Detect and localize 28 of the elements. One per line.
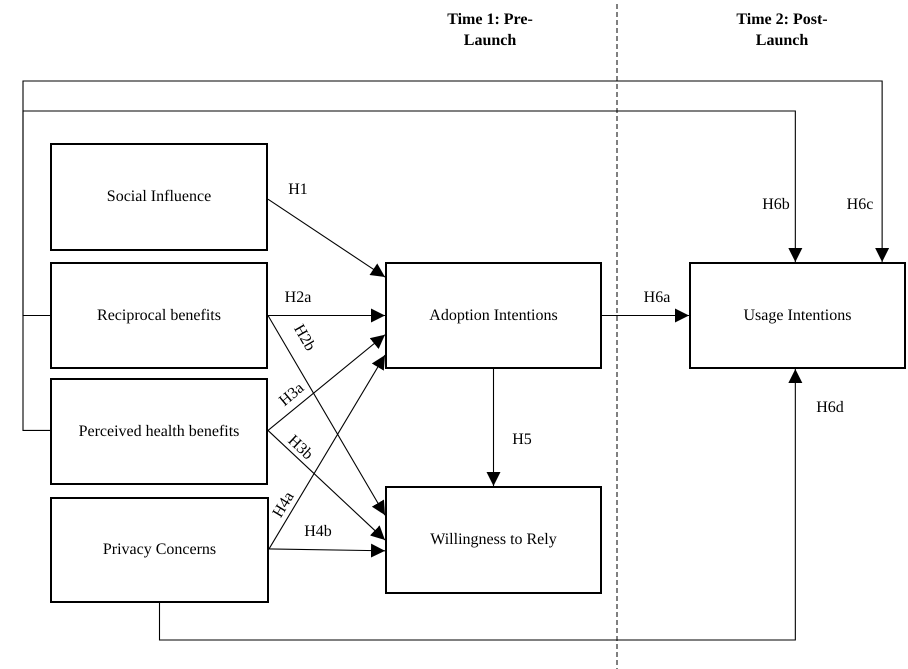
period-heading: Time 2: Post- Launch bbox=[735, 10, 829, 51]
arrow bbox=[268, 315, 386, 516]
construct-label: Reciprocal benefits bbox=[96, 306, 222, 326]
construct-box bbox=[385, 486, 602, 594]
construct-label: Adoption Intentions bbox=[428, 306, 559, 326]
construct-label: Usage Intentions bbox=[742, 306, 852, 326]
construct-label: Privacy Concerns bbox=[102, 540, 218, 560]
construct-box bbox=[689, 262, 906, 369]
construct-label: Social Influence bbox=[106, 187, 212, 207]
construct-label: Perceived health benefits bbox=[78, 422, 240, 442]
arrow bbox=[22, 110, 802, 316]
arrow bbox=[268, 198, 386, 278]
arrow bbox=[268, 354, 386, 550]
arrow bbox=[602, 308, 689, 322]
arrow bbox=[22, 80, 890, 431]
construct-box bbox=[50, 262, 268, 369]
period-heading: Time 1: Pre- Launch bbox=[446, 10, 534, 51]
arrow bbox=[268, 334, 386, 431]
construct-box bbox=[385, 262, 602, 369]
construct-box bbox=[50, 143, 268, 251]
construct-box bbox=[50, 378, 268, 485]
arrow bbox=[268, 308, 385, 322]
arrow bbox=[158, 369, 802, 641]
construct-box bbox=[50, 497, 269, 603]
construct-label: Willingness to Rely bbox=[429, 530, 558, 550]
arrow bbox=[486, 369, 500, 486]
arrow bbox=[268, 430, 386, 540]
arrow bbox=[269, 544, 385, 558]
